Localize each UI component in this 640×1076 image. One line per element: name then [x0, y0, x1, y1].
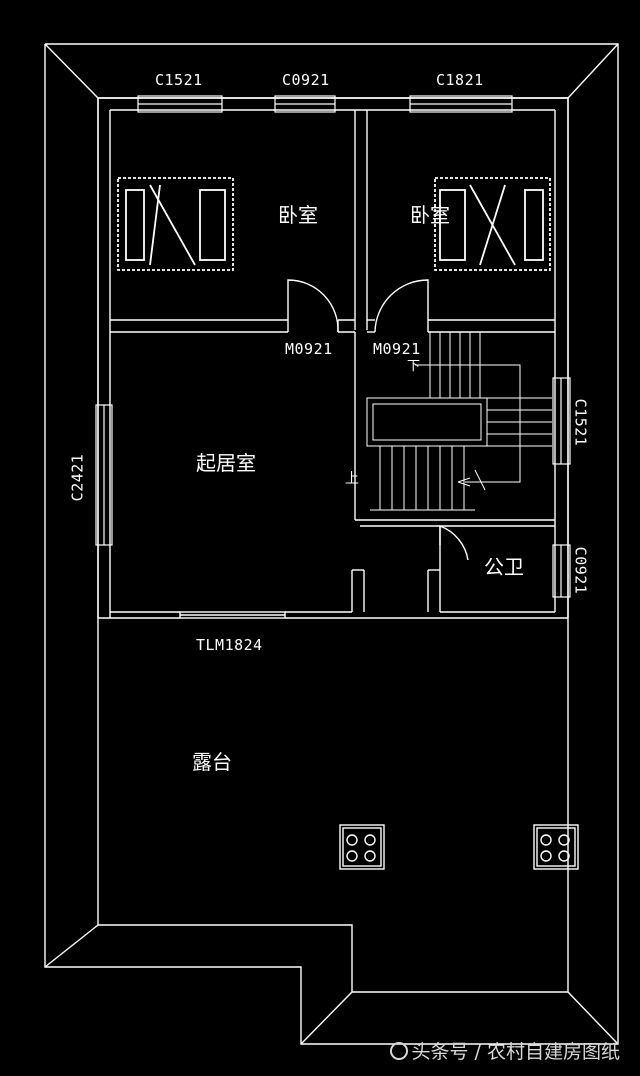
ac-unit-right	[533, 824, 579, 870]
room-label-living-room: 起居室	[196, 451, 256, 475]
stair-down-label: 下	[407, 359, 421, 374]
bed-left	[117, 177, 234, 271]
window-openings	[95, 95, 571, 598]
window-code-top-left: C1521	[155, 71, 203, 89]
room-label-bedroom-right: 卧室	[410, 203, 450, 227]
bed-right	[434, 177, 551, 271]
staircase	[366, 332, 552, 511]
door-code-terrace-sliding: TLM1824	[196, 636, 263, 654]
building-walls	[97, 97, 569, 619]
watermark: 头条号 / 农村自建房图纸	[389, 1037, 620, 1064]
ac-unit-left	[339, 824, 385, 870]
room-label-bedroom-left: 卧室	[278, 203, 318, 227]
window-code-top-center: C0921	[282, 71, 330, 89]
window-code-right-upper: C1521	[571, 398, 590, 447]
watermark-logo-icon	[389, 1041, 408, 1060]
roof-outline	[44, 43, 619, 1045]
room-label-bathroom: 公卫	[484, 555, 524, 579]
window-code-top-right: C1821	[436, 71, 484, 89]
door-code-bedroom-right: M0921	[373, 340, 421, 358]
window-code-right-lower: C0921	[571, 546, 590, 595]
window-code-left-wall: C2421	[68, 453, 87, 502]
watermark-text: 头条号 / 农村自建房图纸	[411, 1041, 620, 1063]
room-label-terrace: 露台	[192, 750, 232, 774]
stair-up-label: 上	[345, 471, 359, 487]
door-code-bedroom-left: M0921	[285, 340, 333, 358]
door-swings	[179, 279, 469, 619]
